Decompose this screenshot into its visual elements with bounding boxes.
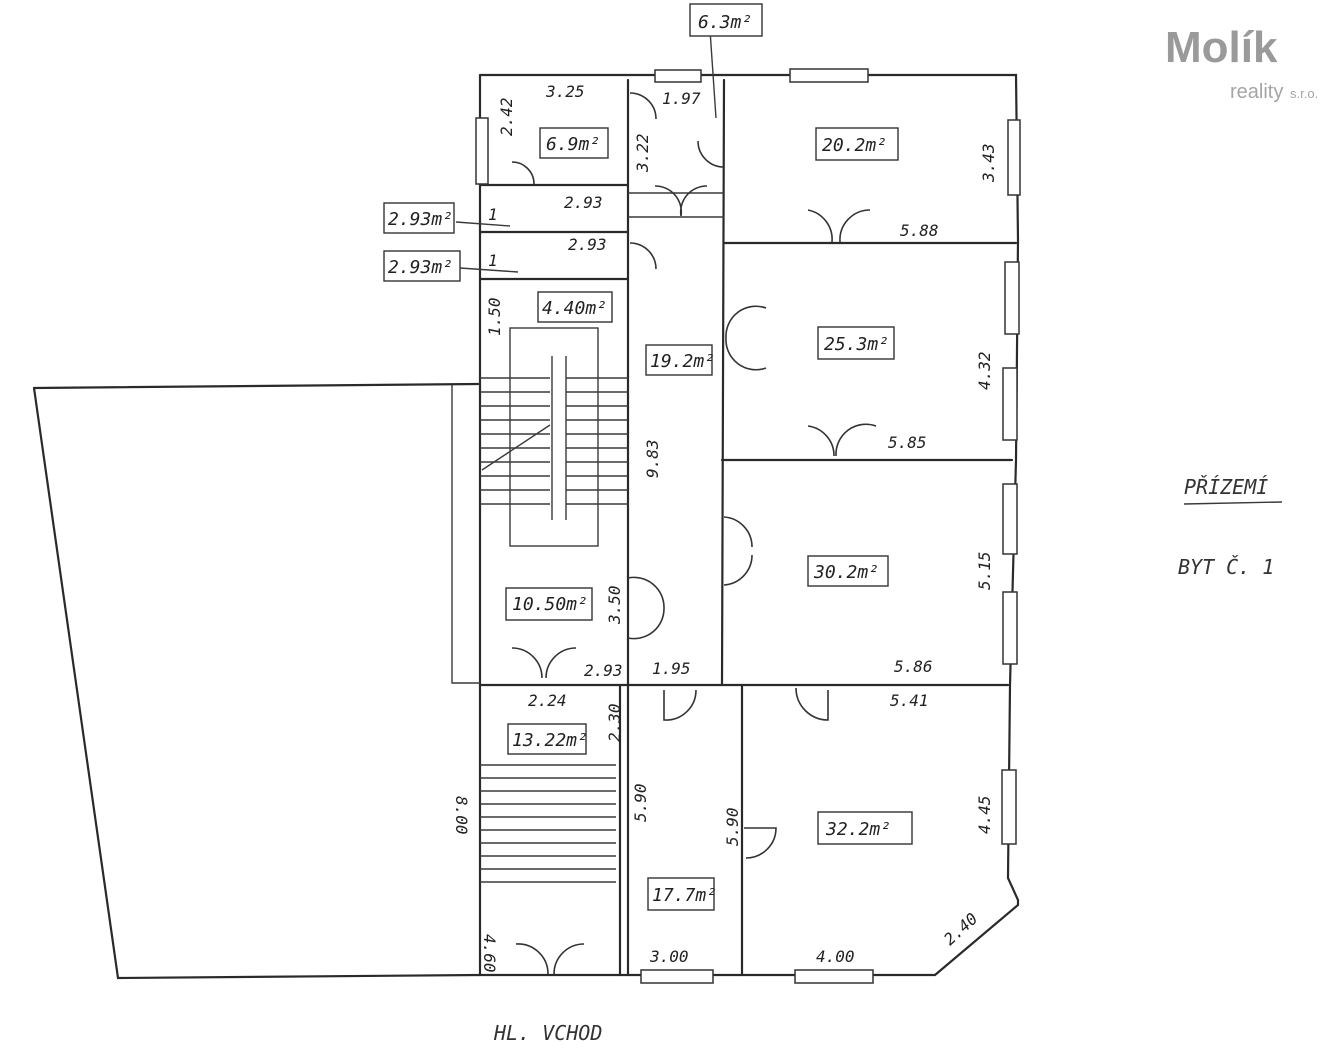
plan-titles: PŘÍZEMÍ BYT Č. 1 HL. VCHOD [493, 475, 1283, 1045]
dim-515: 5.15 [975, 551, 994, 590]
dim-1a: 1 [488, 205, 498, 224]
dim-800: 8.00 [452, 796, 471, 835]
dim-195: 1.95 [652, 659, 691, 678]
windows [475, 68, 1021, 984]
dim-590a: 5.90 [631, 783, 650, 822]
stair-treads [480, 377, 628, 883]
dim-1b: 1 [488, 251, 498, 270]
dim-240: 2.40 [940, 909, 981, 949]
dim-400: 4.00 [816, 947, 855, 966]
area-landing: 4.40m² [542, 298, 607, 319]
logo-suffix: s.r.o. [1290, 86, 1318, 101]
dim-197: 1.97 [662, 89, 701, 108]
area-room-3: 30.2m² [813, 562, 879, 583]
dim-588: 5.88 [900, 221, 939, 240]
doors [455, 29, 877, 975]
dim-460: 4.60 [480, 934, 499, 973]
entrance-label: HL. VCHOD [493, 1021, 602, 1045]
area-stair-lower: 13.22m² [512, 730, 588, 751]
dim-322: 3.22 [633, 133, 652, 173]
dim-242: 2.42 [497, 97, 516, 136]
dim-432: 4.32 [975, 351, 994, 390]
logo-sub: reality [1230, 81, 1283, 103]
dim-293c: 2.93 [584, 661, 623, 680]
dim-590b: 5.90 [723, 807, 742, 846]
logo: Molík reality s.r.o. [1165, 23, 1318, 103]
dim-350: 3.50 [605, 585, 624, 625]
area-room-1: 20.2m² [822, 135, 887, 156]
area-top: 6.3m² [698, 12, 752, 33]
dim-585: 5.85 [888, 433, 927, 452]
logo-name: Molík [1165, 23, 1278, 72]
dim-325: 3.25 [545, 82, 585, 101]
dim-230: 2.30 [605, 703, 624, 742]
area-left-room: 10.50m² [512, 594, 588, 615]
building-walls [32, 73, 1020, 980]
area-room-4: 32.2m² [825, 819, 891, 840]
dimensions: 3.25 2.42 1.97 3.22 2.93 2.93 1 1 1.50 9… [452, 82, 998, 973]
dim-541: 5.41 [890, 691, 929, 710]
area-room-2: 25.3m² [824, 334, 889, 355]
area-corridor-lower: 17.7m² [652, 885, 717, 906]
dim-445: 4.45 [975, 795, 994, 834]
dim-300: 3.00 [649, 947, 689, 966]
area-labels: 6.3m² 6.9m² 2.93m² 2.93m² 4.40m² 19.2m² … [383, 3, 913, 911]
dim-983: 9.83 [643, 439, 662, 478]
area-cellar-a: 2.93m² [388, 209, 453, 230]
dim-586: 5.86 [894, 657, 933, 676]
unit-label: BYT Č. 1 [1178, 555, 1274, 579]
dim-224: 2.24 [528, 691, 567, 710]
dim-343: 3.43 [979, 143, 998, 183]
area-hall: 19.2m² [650, 351, 715, 372]
dim-293b: 2.93 [568, 235, 607, 254]
dim-150: 1.50 [485, 297, 504, 336]
area-cellar-b: 2.93m² [388, 257, 453, 278]
floor-title: PŘÍZEMÍ [1184, 475, 1268, 499]
dim-293a: 2.93 [564, 193, 603, 212]
area-wc: 6.9m² [546, 134, 600, 155]
